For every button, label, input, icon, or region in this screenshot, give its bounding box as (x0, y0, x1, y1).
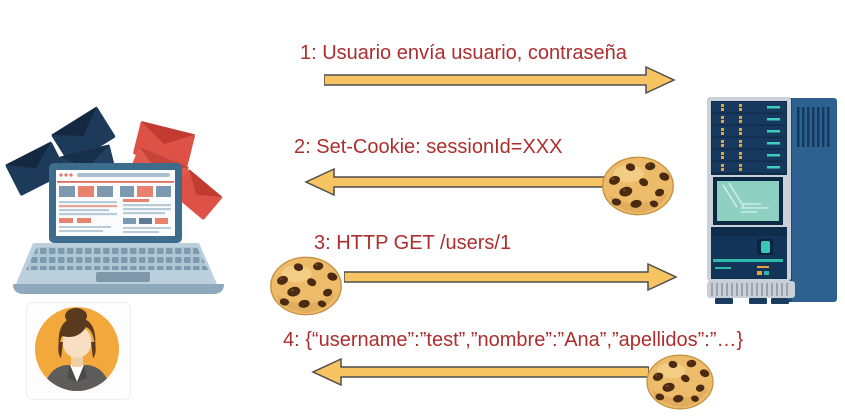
laptop-touchpad (96, 272, 150, 282)
server-host (705, 95, 840, 307)
arrow-left-icon (311, 357, 649, 387)
webpage-content (57, 173, 174, 233)
server-base (707, 281, 795, 298)
email-envelope-icon (5, 141, 67, 196)
message-3-label: 3: HTTP GET /users/1 (314, 232, 512, 254)
user-avatar (26, 302, 131, 402)
server-vents (797, 107, 830, 147)
arrow-left-icon (304, 167, 606, 197)
laptop-bottom-edge (13, 284, 224, 294)
message-2-label: 2: Set-Cookie: sessionId=XXX (294, 136, 563, 158)
server-base-ribs (711, 283, 788, 296)
cookie-icon (270, 256, 342, 316)
arrow-right-icon (344, 262, 678, 292)
server-monitor-screen (717, 181, 779, 221)
email-envelope-icon (51, 106, 116, 165)
server-rack-units (712, 102, 786, 173)
server-tower-icon (707, 97, 837, 304)
client-laptop-icon (3, 103, 235, 313)
woman-avatar-icon (26, 302, 131, 400)
message-1-label: 1: Usuario envía usuario, contraseña (300, 42, 627, 64)
cookie-icon (646, 354, 714, 410)
cookie-icon (602, 156, 674, 216)
laptop-keyboard (26, 247, 208, 270)
email-envelope-icon (170, 169, 223, 220)
message-4-label: 4: {“username”:”test”,”nombre”:”Ana”,”ap… (283, 329, 744, 351)
arrow-right-icon (324, 65, 676, 95)
laptop-with-emails-icon (5, 106, 224, 294)
